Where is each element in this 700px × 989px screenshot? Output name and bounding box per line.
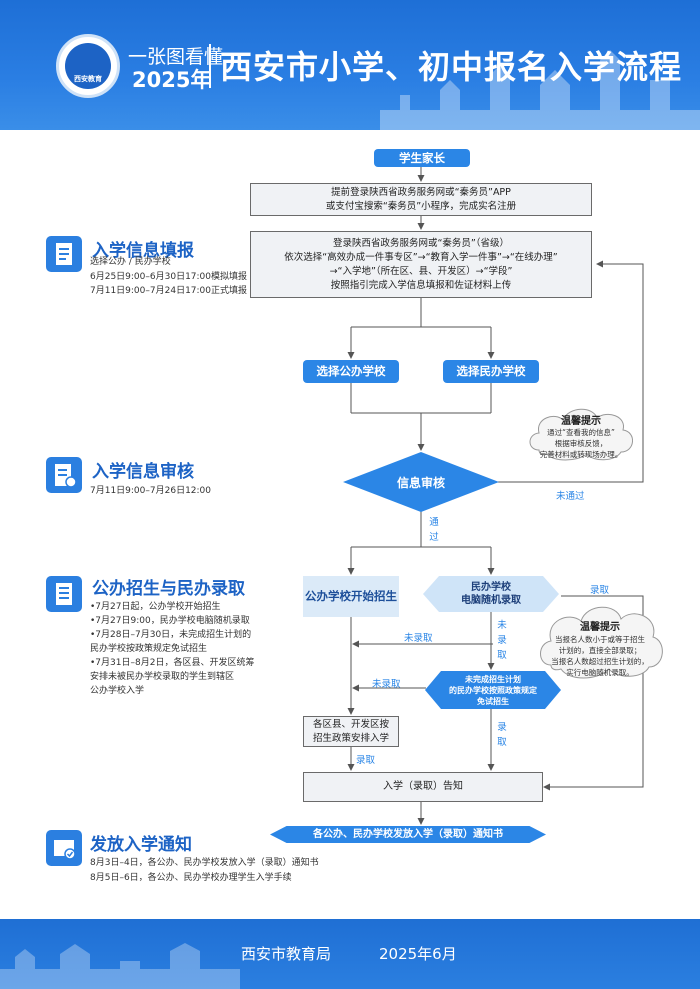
review-label: 信息审核: [396, 476, 445, 490]
choose-private-school: 选择民办学校: [443, 360, 539, 383]
not-admitted-label-two: 未录取: [372, 679, 401, 690]
notice-banner: 各公办、民办学校发放入学（录取）通知书: [270, 826, 546, 843]
section-title-enrollment: 公办招生与民办录取: [92, 579, 245, 599]
review-diamond: [343, 452, 499, 512]
subtitle-one: 一张图看懂: [128, 46, 224, 68]
district-arrange-box: 各区县、开发区按招生政策安排入学: [303, 716, 399, 747]
section-line: 7月11日9:00–7月24日17:00正式填报: [90, 286, 248, 296]
private-random-diamond: [423, 576, 559, 612]
section-line: •7月27日起，公办学校开始招生: [90, 602, 221, 612]
not-admitted-vertical-label: 未录取: [497, 620, 507, 661]
education-logo: 西安教育: [56, 34, 120, 98]
section-line: 7月11日9:00–7月26日12:00: [90, 486, 212, 496]
section-line: •7月31日–8月2日，各区县、开发区统筹: [90, 658, 255, 668]
choose-public-school: 选择公办学校: [303, 360, 399, 383]
start-parents: 学生家长: [374, 149, 470, 167]
section-line: 公办学校入学: [90, 686, 145, 696]
tip-cloud-two: [540, 606, 663, 679]
register-box: 提前登录陕西省政务服务网或“秦务员”APP 或支付宝搜索“秦务员”小程序，完成实…: [250, 183, 592, 216]
section-line: •7月28日–7月30日，未完成招生计划的: [90, 630, 252, 640]
header-banner: 西安教育 一张图看懂 2025年 西安市小学、初中报名入学流程: [0, 0, 700, 130]
notice-folder-icon: [46, 830, 82, 866]
enrollment-document-icon: [46, 576, 82, 612]
tip-one-text: 通过“查看我的信息”根据审核反馈，完善材料或转现场办理。: [539, 428, 623, 459]
fill-info-box: 登录陕西省政务服务网或“秦务员”（省级） 依次选择“高效办成一件事专区”→“教育…: [250, 231, 592, 298]
admitted-label-two: 录取: [356, 755, 376, 766]
section-line: •7月27日9:00，民办学校电脑随机录取: [90, 616, 250, 626]
not-admitted-label: 未录取: [404, 633, 433, 644]
admitted-label: 录取: [590, 585, 610, 596]
section-line: 民办学校按政策规定免试招生: [90, 644, 208, 654]
tip-cloud-one: [529, 408, 633, 461]
notice-box: 入学（录取）告知: [303, 772, 543, 802]
subtitle-year: 2025年: [132, 68, 212, 92]
exempt-diamond: [425, 671, 561, 709]
tip-two-text: 当报名人数小于或等于招生计划的，直接全部录取；当报名人数超过招生计划的，实行电脑…: [551, 635, 649, 677]
exempt-label: 未完成招生计划的民办学校按照政策规定免试招生: [449, 675, 537, 706]
passed-label: 通过: [429, 517, 439, 543]
section-line: 安排未被民办学校录取的学生到辖区: [90, 672, 235, 682]
not-passed-label: 未通过: [556, 491, 585, 502]
section-title-notice: 发放入学通知: [90, 835, 192, 855]
admitted-vertical-label: 录取: [497, 722, 507, 748]
public-start-box: 公办学校开始招生: [303, 576, 399, 617]
city-skyline-decoration: [380, 50, 700, 130]
document-icon: [46, 236, 82, 272]
tip-one-title: 温馨提示: [561, 416, 601, 427]
footer-date: 2025年6月: [379, 945, 457, 963]
section-line: 8月3日–4日，各公办、民办学校发放入学（录取）通知书: [90, 858, 319, 868]
private-random-label: 民办学校电脑随机录取: [461, 582, 521, 606]
section-line: 6月25日9:00–6月30日17:00模拟填报: [90, 272, 248, 282]
footer-city-decoration: [0, 943, 240, 989]
section-line: 8月5日–6日，各公办、民办学校办理学生入学手续: [90, 873, 292, 883]
section-title-fill: 入学信息填报: [92, 241, 194, 261]
section-title-review: 入学信息审核: [92, 462, 194, 482]
header-divider: [209, 44, 211, 88]
review-document-icon: [46, 457, 82, 493]
tip-two-title: 温馨提示: [580, 622, 620, 633]
page-title: 西安市小学、初中报名入学流程: [220, 48, 683, 86]
footer-organization: 西安市教育局: [241, 945, 332, 963]
footer-banner: 西安市教育局 2025年6月: [0, 919, 700, 989]
section-line: 选择公办 / 民办学校: [90, 257, 171, 267]
